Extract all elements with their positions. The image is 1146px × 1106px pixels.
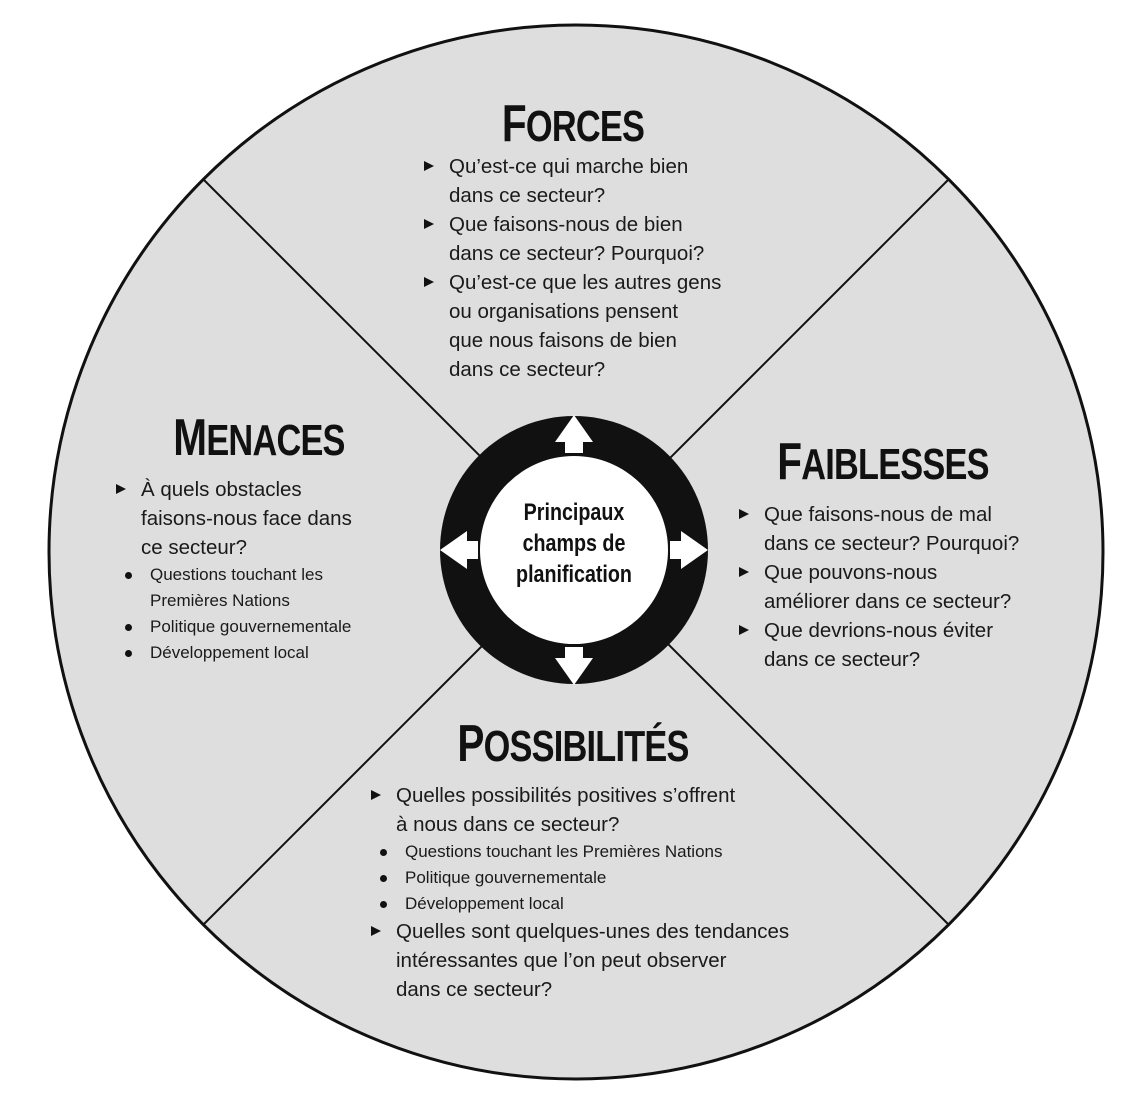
arrow-left-icon — [440, 531, 478, 569]
bullet-text: Que devrions-nous éviter — [764, 619, 994, 642]
title-rest: AIBLESSES — [801, 440, 989, 489]
bullet-text: Que pouvons-nous — [764, 561, 938, 584]
title-rest: ORCES — [525, 102, 645, 151]
bullet-text: que nous faisons de bien — [449, 329, 677, 352]
bullet-text: dans ce secteur? — [396, 978, 553, 1001]
sub-bullet-item: Politique gouvernementale — [124, 614, 352, 640]
menaces-title: MENACES — [103, 408, 415, 468]
sub-bullet-item: Développement local — [124, 640, 352, 666]
sub-bullet-item: Politique gouvernementale — [379, 865, 789, 891]
sub-bullet-text: Questions touchant les Premières Nations — [405, 842, 723, 861]
sub-bullet-text: Politique gouvernementale — [150, 617, 352, 636]
bullet-item: Quelles possibilités positives s’offrent… — [371, 781, 789, 839]
bullet-item: Que devrions-nous éviter dans ce secteur? — [739, 616, 1019, 674]
sub-bullet-text: Questions touchant les — [150, 565, 323, 584]
bullet-item: Que faisons-nous de bien dans ce secteur?… — [424, 210, 721, 268]
bullet-text: Quelles possibilités positives s’offrent — [396, 784, 736, 807]
bullet-dot-icon — [125, 624, 132, 631]
bullet-text: ou organisations pensent — [449, 300, 679, 323]
center-line: planification — [516, 561, 632, 588]
sub-bullet-text: Premières Nations — [150, 591, 290, 610]
bullet-triangle-icon — [371, 790, 381, 800]
bullet-text: Que faisons-nous de bien — [449, 213, 683, 236]
center-line: champs de — [522, 530, 626, 557]
bullet-text: dans ce secteur? — [449, 184, 606, 207]
bullet-text: dans ce secteur? — [764, 648, 921, 671]
bullet-text: dans ce secteur? — [449, 358, 606, 381]
bullet-item: Que faisons-nous de mal dans ce secteur? … — [739, 500, 1019, 558]
bullet-dot-icon — [125, 572, 132, 579]
bullet-triangle-icon — [739, 625, 749, 635]
menaces-list: À quels obstacles faisons-nous face dans c… — [116, 475, 352, 666]
forces-list: Qu’est-ce qui marche bien dans ce secteur… — [424, 152, 721, 384]
bullet-item: À quels obstacles faisons-nous face dans c… — [116, 475, 352, 562]
title-cap: F — [501, 95, 527, 153]
bullet-text: faisons-nous face dans — [141, 507, 352, 530]
bullet-triangle-icon — [371, 926, 381, 936]
center-line: Principaux — [523, 499, 625, 526]
possibilites-title: POSSIBILITÉS — [417, 714, 729, 774]
bullet-text: Qu’est-ce que les autres gens — [449, 271, 722, 294]
bullet-triangle-icon — [739, 509, 749, 519]
bullet-item: Quelles sont quelques-unes des tendances… — [371, 917, 789, 1004]
bullet-triangle-icon — [739, 567, 749, 577]
title-cap: F — [777, 433, 802, 491]
bullet-text: ce secteur? — [141, 536, 247, 559]
bullet-text: dans ce secteur? Pourquoi? — [449, 242, 705, 265]
bullet-text: améliorer dans ce secteur? — [764, 590, 1012, 613]
bullet-item: Qu’est-ce qui marche bien dans ce secteur… — [424, 152, 721, 210]
sub-bullet-text: Développement local — [150, 643, 309, 662]
center-label: Principaux champs de planification — [508, 497, 639, 590]
bullet-dot-icon — [125, 650, 132, 657]
bullet-triangle-icon — [424, 161, 434, 171]
possibilites-list: Quelles possibilités positives s’offrent… — [371, 781, 789, 1004]
bullet-triangle-icon — [116, 484, 126, 494]
bullet-dot-icon — [380, 875, 387, 882]
title-cap: M — [173, 409, 207, 467]
bullet-text: Quelles sont quelques-unes des tendances — [396, 920, 790, 943]
sub-bullet-item: Développement local — [379, 891, 789, 917]
bullet-item: Que pouvons-nous améliorer dans ce secteu… — [739, 558, 1019, 616]
bullet-text: dans ce secteur? Pourquoi? — [764, 532, 1020, 555]
bullet-text: à nous dans ce secteur? — [396, 813, 620, 836]
arrow-down-icon — [555, 647, 593, 685]
sub-bullet-item: Questions touchant les Premières Nations — [379, 839, 789, 865]
bullet-text: Qu’est-ce qui marche bien — [449, 155, 689, 178]
title-cap: P — [457, 715, 484, 773]
sub-bullet-text: Politique gouvernementale — [405, 868, 607, 887]
bullet-text: Que faisons-nous de mal — [764, 503, 992, 526]
arrow-right-icon — [670, 531, 708, 569]
bullet-text: intéressantes que l’on peut observer — [396, 949, 727, 972]
center-circle — [480, 456, 668, 644]
title-rest: ENACES — [206, 416, 345, 465]
faiblesses-list: Que faisons-nous de mal dans ce secteur? … — [739, 500, 1019, 674]
bullet-triangle-icon — [424, 277, 434, 287]
bullet-triangle-icon — [424, 219, 434, 229]
sub-bullet-text: Développement local — [405, 894, 564, 913]
arrow-up-icon — [555, 415, 593, 453]
bullet-text: À quels obstacles — [141, 478, 302, 501]
bullet-dot-icon — [380, 901, 387, 908]
bullet-dot-icon — [380, 849, 387, 856]
title-rest: OSSIBILITÉS — [483, 722, 690, 771]
bullet-item: Qu’est-ce que les autres gens ou organisa… — [424, 268, 721, 384]
faiblesses-title: FAIBLESSES — [727, 432, 1039, 492]
forces-title: FORCES — [417, 94, 729, 154]
